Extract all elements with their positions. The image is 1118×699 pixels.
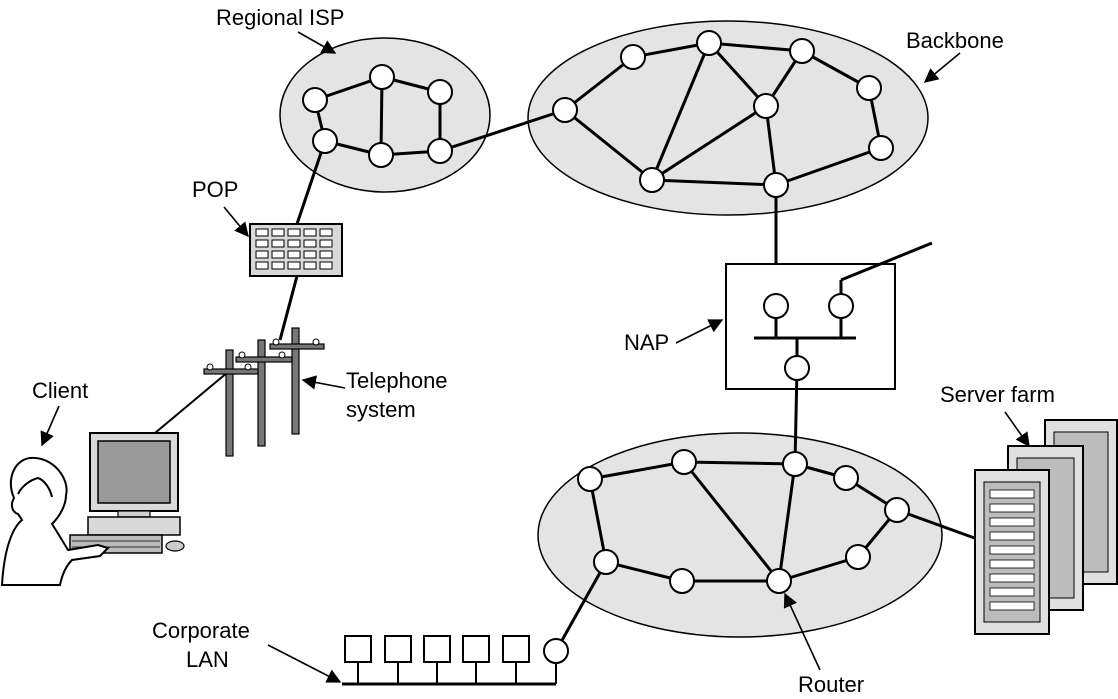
server-farm-label: Server farm xyxy=(940,382,1055,407)
backbone-cloud xyxy=(527,20,929,216)
computer-icon xyxy=(69,432,185,554)
corporate-label-line2: LAN xyxy=(186,647,229,672)
node xyxy=(671,449,697,475)
node xyxy=(763,172,789,198)
telephone-pole-icon xyxy=(154,327,325,457)
regional-isp-cloud xyxy=(279,37,491,193)
node xyxy=(368,142,394,168)
lan-host-icon xyxy=(423,635,451,663)
client-label: Client xyxy=(32,378,88,403)
router-label: Router xyxy=(798,672,864,697)
pop-panel-icon xyxy=(249,223,343,341)
lan-host-icon xyxy=(502,635,530,663)
node xyxy=(427,79,453,105)
nap-label: NAP xyxy=(624,330,669,355)
node xyxy=(639,167,665,193)
node xyxy=(669,568,695,594)
node xyxy=(593,549,619,575)
lan-gateway-node xyxy=(543,638,569,664)
lan-host-icon xyxy=(462,635,490,663)
node xyxy=(833,465,859,491)
nap-box xyxy=(725,241,933,390)
telephone-label-line1: Telephone xyxy=(346,368,448,393)
lan-host-icon xyxy=(384,635,412,663)
nap-to-router-link xyxy=(793,367,799,465)
node xyxy=(789,38,815,64)
node xyxy=(856,75,882,101)
node xyxy=(552,97,578,123)
node xyxy=(753,93,779,119)
node xyxy=(868,135,894,161)
label-arrows xyxy=(40,31,1030,683)
corporate-label-line1: Corporate xyxy=(152,618,250,643)
backbone-label: Backbone xyxy=(906,28,1004,53)
telephone-label-line2: system xyxy=(346,397,416,422)
node xyxy=(302,87,328,113)
node xyxy=(784,355,810,381)
corporate-lan xyxy=(342,635,569,686)
server-icon xyxy=(974,419,1118,635)
regional-isp-label: Regional ISP xyxy=(216,5,344,30)
node xyxy=(312,128,338,154)
node xyxy=(782,451,808,477)
router-node xyxy=(766,568,792,594)
network-nodes xyxy=(302,30,910,594)
pop-label: POP xyxy=(192,177,238,202)
node xyxy=(577,466,603,492)
corporate-links xyxy=(554,460,981,652)
lan-host-icon xyxy=(344,635,372,663)
node xyxy=(369,64,395,90)
node xyxy=(620,44,646,70)
person-icon xyxy=(0,456,110,586)
node xyxy=(884,497,910,523)
node xyxy=(696,30,722,56)
node xyxy=(845,544,871,570)
node xyxy=(427,138,453,164)
node xyxy=(828,293,854,319)
node xyxy=(763,293,789,319)
